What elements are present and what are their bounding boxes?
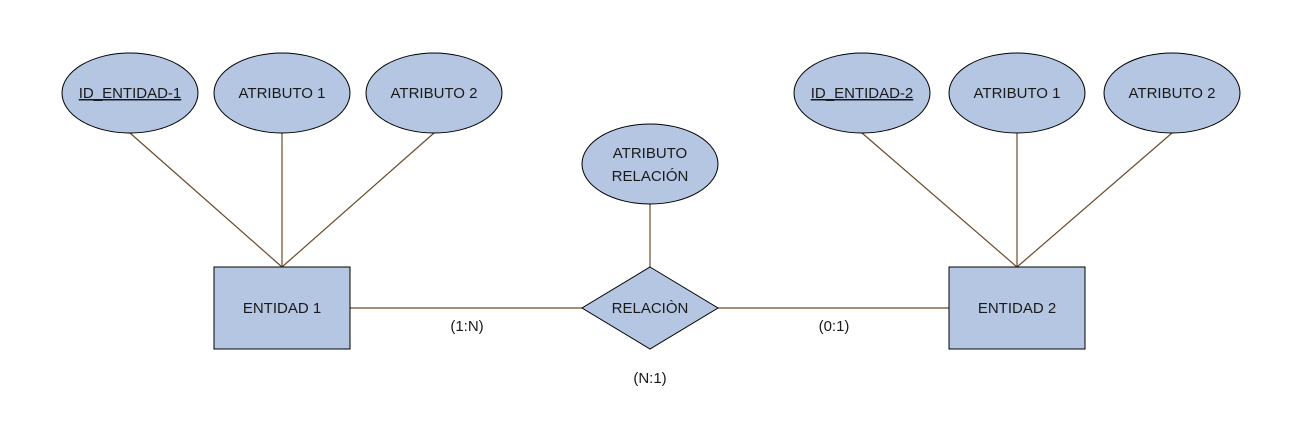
connector-e1-id (129, 132, 283, 268)
attribute-id-label: ID_ENTIDAD-2 (811, 85, 914, 102)
relation-attribute-line1: ATRIBUTO (613, 145, 687, 162)
connector-e2-attr2 (1016, 132, 1173, 268)
attribute-1-entidad-2: ATRIBUTO 1 (948, 52, 1086, 134)
connector-e2-id (861, 132, 1018, 268)
attribute-id-entidad-1: ID_ENTIDAD-1 (61, 52, 199, 134)
relation-attribute-line2: RELACIÓN (612, 168, 689, 185)
entity-1: ENTIDAD 1 (213, 266, 351, 350)
attribute-label: ATRIBUTO 2 (1129, 85, 1216, 102)
entity-label: ENTIDAD 2 (978, 300, 1056, 317)
relation-attribute: ATRIBUTO RELACIÓN (581, 123, 719, 205)
attribute-id-label: ID_ENTIDAD-1 (79, 85, 182, 102)
cardinality-bottom: (N:1) (633, 370, 666, 387)
cardinality-left: (1:N) (450, 318, 483, 335)
attribute-label: ATRIBUTO 1 (239, 85, 326, 102)
entity-label: ENTIDAD 1 (243, 300, 321, 317)
attribute-id-entidad-2: ID_ENTIDAD-2 (793, 52, 931, 134)
attribute-2-entidad-2: ATRIBUTO 2 (1103, 52, 1241, 134)
attribute-label: ATRIBUTO 2 (391, 85, 478, 102)
attribute-1-entidad-1: ATRIBUTO 1 (213, 52, 351, 134)
relation-diamond: RELACIÒN (581, 266, 719, 350)
connector-e1-attr2 (281, 132, 435, 268)
attribute-label: ATRIBUTO 1 (974, 85, 1061, 102)
attribute-2-entidad-1: ATRIBUTO 2 (365, 52, 503, 134)
connectors (129, 132, 1173, 309)
entity-2: ENTIDAD 2 (948, 266, 1086, 350)
relation-label: RELACIÒN (612, 300, 689, 317)
cardinality-right: (0:1) (819, 318, 850, 335)
